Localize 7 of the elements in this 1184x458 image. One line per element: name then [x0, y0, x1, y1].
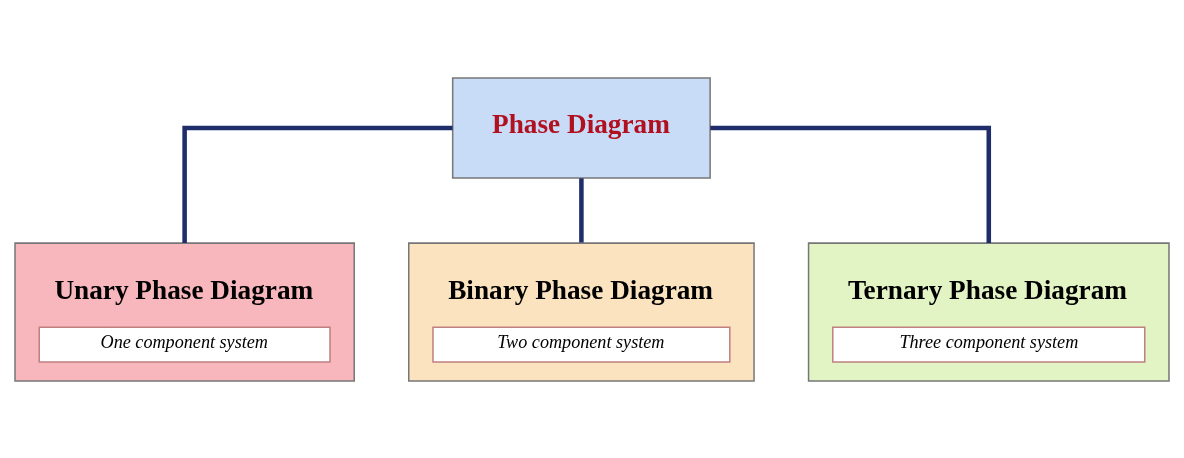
node-box: Phase Diagram	[451, 76, 711, 179]
connector	[182, 125, 453, 243]
connector	[710, 125, 992, 243]
node-box: Unary Phase Diagram One component system	[14, 241, 355, 382]
node-box: Ternary Phase Diagram Three component system	[807, 241, 1170, 382]
connector	[579, 177, 584, 242]
node-box: Binary Phase Diagram Two component system	[408, 241, 755, 382]
